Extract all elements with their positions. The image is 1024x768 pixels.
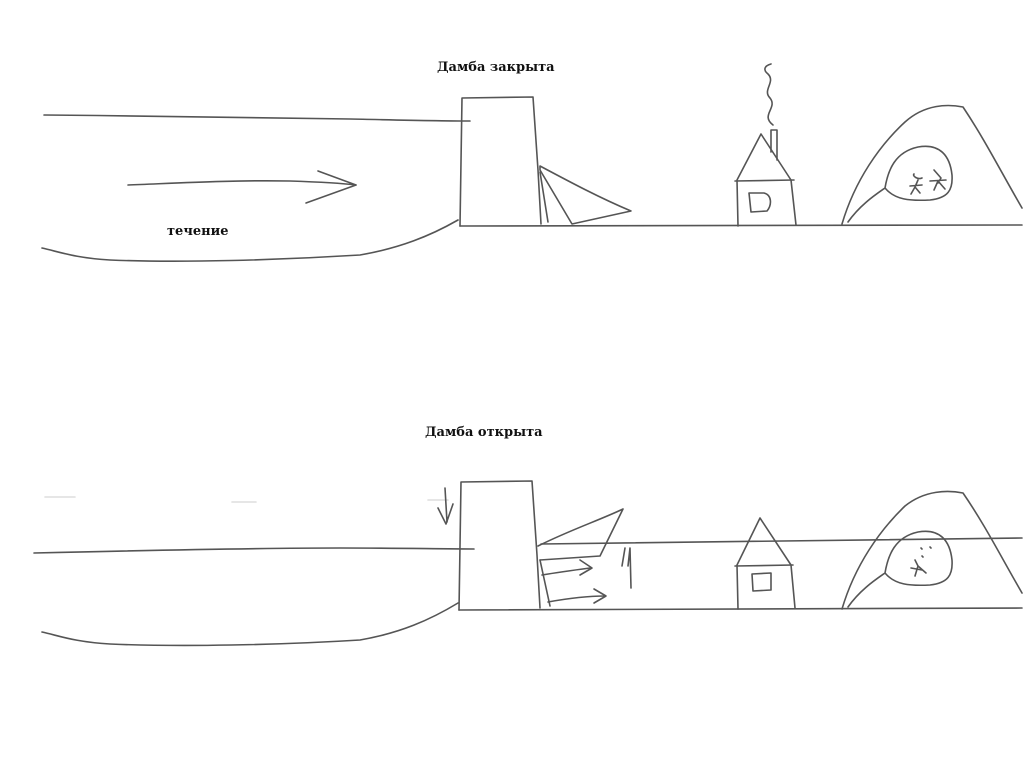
cave-icon: [841, 104, 1023, 225]
house-window-open: [751, 572, 772, 592]
person-icon: [909, 173, 923, 195]
open-dam-title: Дамба открыта: [425, 425, 543, 440]
level-drop-arrow-head: [437, 503, 454, 525]
outflow-arrow-2-head: [593, 588, 607, 604]
river-bank-closed: [41, 219, 459, 262]
smoke-icon: [764, 63, 774, 126]
outflow-arrow-1-head: [579, 559, 593, 576]
house-icon-open: [736, 517, 796, 610]
house-roof-base-open: [734, 564, 794, 567]
house-icon: [736, 133, 797, 227]
dam-spillway-closed: [539, 165, 632, 225]
river-bank-open: [41, 602, 459, 647]
ghost-water-line: [44, 496, 449, 503]
downstream-water-line: [540, 537, 1023, 545]
river-water-line-open: [33, 547, 475, 554]
ground-line-open: [458, 607, 1023, 611]
outflow-arrow-2: [547, 595, 606, 603]
dam-spillway-inner-open: [539, 559, 551, 607]
ground-line-closed: [459, 224, 1023, 227]
dam-spillway-open: [537, 508, 624, 561]
river-water-line-closed: [43, 114, 471, 122]
outflow-arrow-1: [541, 567, 591, 576]
flow-label: течение: [167, 224, 229, 239]
cave-icon-open: [841, 490, 1023, 610]
house-roof-base: [734, 179, 795, 182]
cave-opening-closed: [847, 145, 953, 223]
splash-mark: [621, 547, 632, 589]
closed-dam-title: Дамба закрыта: [437, 60, 555, 75]
house-chimney: [770, 129, 778, 161]
level-drop-arrow: [444, 487, 448, 523]
dam-icon: [459, 96, 542, 227]
house-window: [748, 192, 772, 213]
open-dam-scene: [33, 480, 1023, 647]
cave-opening-open: [847, 530, 953, 608]
flow-arrow-head: [305, 170, 357, 204]
dam-icon-open: [458, 480, 541, 611]
closed-dam-scene: [41, 63, 1023, 262]
flow-arrow: [127, 180, 357, 186]
dam-spillway-inner-closed: [539, 171, 549, 223]
person-icon-open: [910, 546, 932, 577]
person-icon-2: [929, 169, 947, 191]
